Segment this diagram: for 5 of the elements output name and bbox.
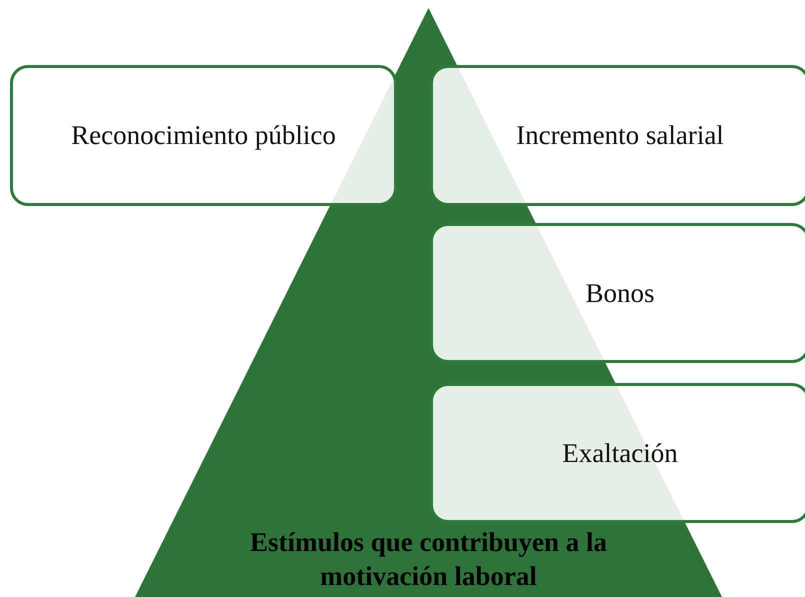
stimulus-box: Incremento salarial: [430, 65, 805, 206]
stimulus-box: Reconocimiento público: [10, 65, 397, 206]
stimulus-box: Exaltación: [430, 383, 805, 523]
stimulus-box: Bonos: [430, 223, 805, 363]
pyramid-title: Estímulos que contribuyen a la motivación laboral: [248, 526, 608, 593]
